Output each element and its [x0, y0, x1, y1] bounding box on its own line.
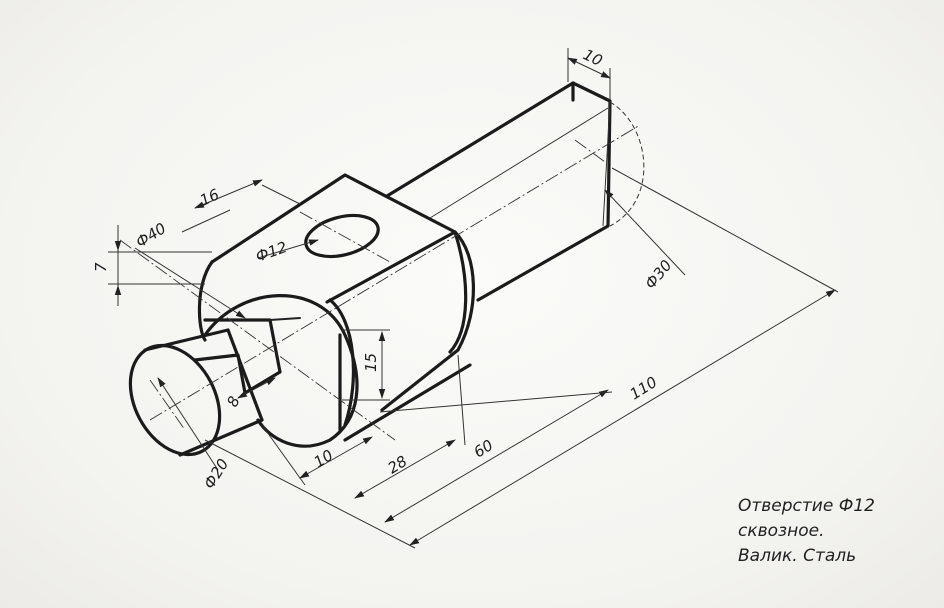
dim-phi30: Ф30 [641, 256, 675, 292]
dim-phi12: Ф12 [253, 238, 289, 266]
dim-8: 8 [223, 393, 243, 409]
dimension-lines [108, 48, 839, 549]
center-lines [119, 124, 641, 441]
dim-10-top: 10 [580, 45, 605, 70]
note-line-2: сквозное. [738, 521, 825, 541]
back-shaft [385, 81, 612, 302]
note-line-3: Валик. Сталь [738, 546, 857, 566]
dim-15: 15 [362, 353, 380, 372]
front-flange [203, 294, 359, 448]
dim-phi20: Ф20 [200, 455, 232, 492]
dim-60: 60 [471, 436, 497, 461]
drawing-note: Отверстие Ф12 сквозное. Валик. Сталь [738, 494, 875, 569]
dim-7: 7 [92, 262, 110, 272]
note-line-1: Отверстие Ф12 [738, 496, 875, 516]
dim-110: 110 [627, 373, 661, 403]
dim-phi40: Ф40 [133, 219, 170, 251]
through-hole [304, 213, 380, 259]
dimension-texts: 10 16 Ф40 Ф12 7 Ф30 15 8 Ф20 10 28 60 11… [92, 45, 676, 492]
dim-10-bottom: 10 [311, 446, 337, 471]
dim-28: 28 [385, 452, 411, 477]
part-outline [128, 81, 645, 457]
front-pin-face [128, 343, 222, 457]
